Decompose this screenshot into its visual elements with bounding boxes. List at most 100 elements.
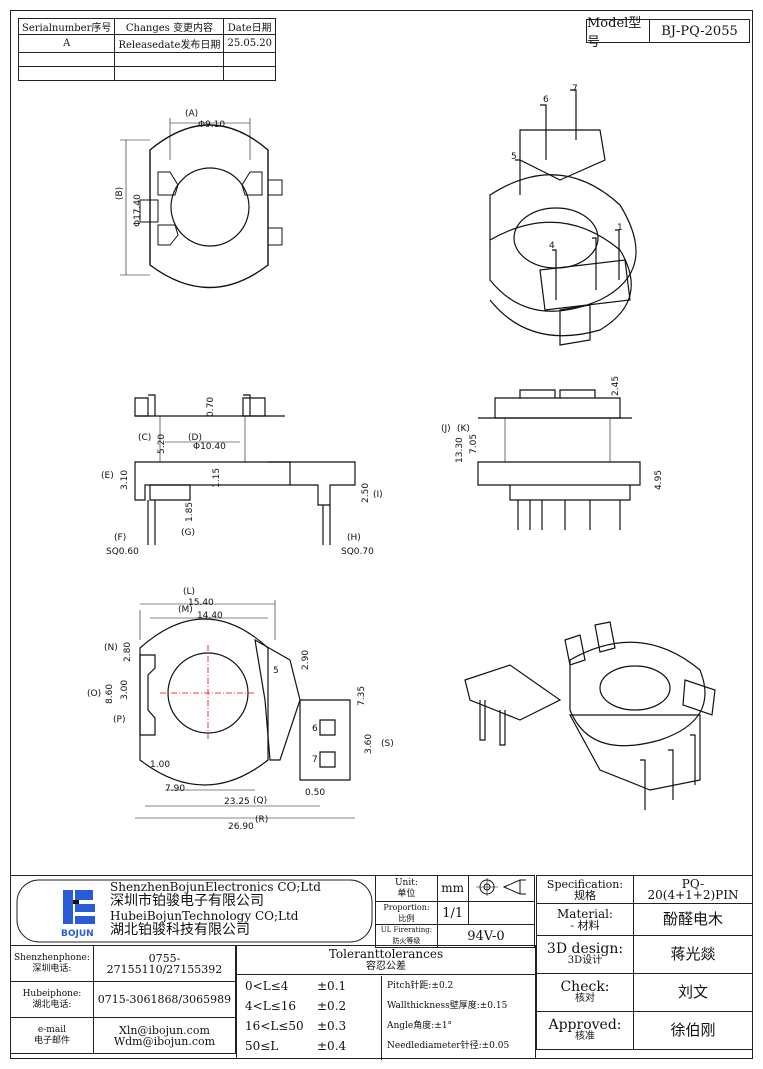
pin-number: 1 [617,223,623,233]
check-value: 刘文 [633,973,753,1012]
design-label: 3D design: [546,940,624,957]
dim-value: 0.50 [305,788,325,798]
spec-table: Specification:规格 PQ-20(4+1+2)PIN Materia… [536,875,753,1050]
dim-label: (O) [87,689,101,699]
pin-number: 7 [312,755,318,765]
dim-label: (K) [457,424,470,434]
list-item: Angle角度:±1° [387,1021,453,1031]
dim-value: Φ9.10 [198,120,225,130]
dim-label: (N) [104,643,118,653]
sz-phone-label-cn: 深圳电话: [32,963,72,974]
company-logo-frame: BOJUN [16,879,373,943]
list-item: 4<L≤16±0.2 [245,999,347,1013]
technical-drawing: (A) Φ9.10 (B) Φ17.40 7 6 5 4 1 [87,84,716,832]
email-2: Wdm@ibojun.com [113,1034,216,1048]
material-dash: - [570,918,575,932]
logo-text: BOJUN [61,929,94,939]
company-en-2: HubeiBojunTechnology CO;Ltd [110,909,299,923]
table-cell [17,66,116,81]
pin-number: 7 [572,84,578,94]
dim-value: 2.50 [361,483,371,503]
material-value: 酚醛电木 [633,903,753,936]
check-label-cn: 核对 [575,992,595,1004]
dim-value: Φ10.40 [193,442,226,452]
dim-value: 7.05 [469,434,479,454]
model-box: Model型号 BJ-PQ-2055 [586,16,750,50]
front-view [134,394,356,545]
dim-value: 7.35 [357,686,367,706]
model-value: BJ-PQ-2055 [661,23,738,39]
hb-phone: 0715-3061868/3065989 [92,981,237,1018]
pin-number: 4 [549,241,555,251]
dim-label: (H) [347,533,361,543]
table-cell [223,66,276,81]
list-item: Wallthickness壁厚度:±0.15 [387,1001,508,1011]
dim-label: (A) [185,109,198,119]
dim-value: 13.30 [455,437,465,463]
iso-view-bottom [464,621,716,810]
company-cn-1: 深圳市铂骏电子有限公司 [110,893,264,909]
dim-label: (Q) [253,796,267,806]
email-label: e-mail [37,1024,66,1035]
dim-value: 3.00 [120,680,130,700]
center-lines [160,645,256,741]
spec-label: Specification: [546,877,624,891]
dim-value: SQ0.70 [341,547,374,557]
unit-table: Unit:单位 mm Proportion:比例 1/1 UL Firerati… [375,875,536,948]
tolerance-title-cn: 容忍公差 [237,961,535,975]
dim-label: (I) [373,490,383,500]
dim-value: 3.10 [120,470,130,490]
tolerance-ranges: 0<L≤4±0.1 4<L≤16±0.2 16<L≤50±0.3 50≤L±0.… [237,976,382,1060]
pin-number: 6 [543,95,549,105]
dim-value: 5.20 [157,434,167,454]
dim-label: (R) [255,815,268,825]
dim-value: 14.40 [197,611,223,621]
iso-view-top [489,89,637,346]
dim-label: (F) [114,533,126,543]
top-view [120,118,283,289]
approved-label: Approved: [548,1016,622,1033]
dim-value: SQ0.60 [106,547,139,557]
ul-label: UL Firerating: [380,926,433,934]
dim-value: 0.70 [206,397,216,417]
dim-label: (D) [188,433,202,443]
prop-label-cn: 比例 [398,914,415,923]
tolerance-title: Toleranttolerances [328,947,444,961]
unit-label: Unit: [394,877,418,888]
tolerance-area: Toleranttolerances 容忍公差 0<L≤4±0.1 4<L≤16… [236,945,536,1060]
approved-label-cn: 核准 [575,1030,595,1042]
side-view [477,389,641,530]
tolerance-notes: Pitch针距:±0.2 Wallthickness壁厚度:±0.15 Angl… [387,976,535,1056]
ul-value: 94V-0 [436,924,536,948]
prop-label: Proportion: [383,903,430,912]
dim-value: 15.40 [188,598,214,608]
sz-phone: 0755-27155110/27155392 [92,945,237,982]
dim-value: 8.60 [105,684,115,704]
spec-value: PQ-20(4+1+2)PIN [633,875,753,904]
pin-number: 5 [273,666,279,676]
dim-value: 7.90 [165,784,185,794]
dim-label: (S) [381,739,394,749]
dim-label: (G) [181,528,195,538]
spec-label-cn: 规格 [574,888,596,902]
dim-value: 2.80 [123,642,133,662]
list-item: Pitch针距:±0.2 [387,981,454,991]
dim-value: 1.00 [150,760,170,770]
hb-phone-label: Hubeiphone: [22,988,82,999]
ul-label-cn: 防火等级 [392,937,421,945]
check-label: Check: [560,978,610,995]
material-label-cn: 材料 [577,918,600,932]
material-label: Material: [557,906,613,921]
dim-label: (E) [101,471,114,481]
dim-value: 1.15 [212,468,222,488]
company-area: BOJUN ShenzhenBojunElectronics CO;Ltd 深圳… [10,875,375,946]
contact-table: Shenzhenphone:深圳电话: 0755-27155110/271553… [10,945,237,1054]
list-item: 16<L≤50±0.3 [245,1019,347,1033]
dim-label: (M) [178,605,193,615]
bojun-logo-icon [63,890,95,924]
unit-value: mm [436,875,469,902]
pin-number: 6 [312,724,318,734]
projection-symbol [467,875,536,902]
list-item: 0<L≤4±0.1 [245,979,347,993]
design-value: 蒋光燚 [633,935,753,974]
